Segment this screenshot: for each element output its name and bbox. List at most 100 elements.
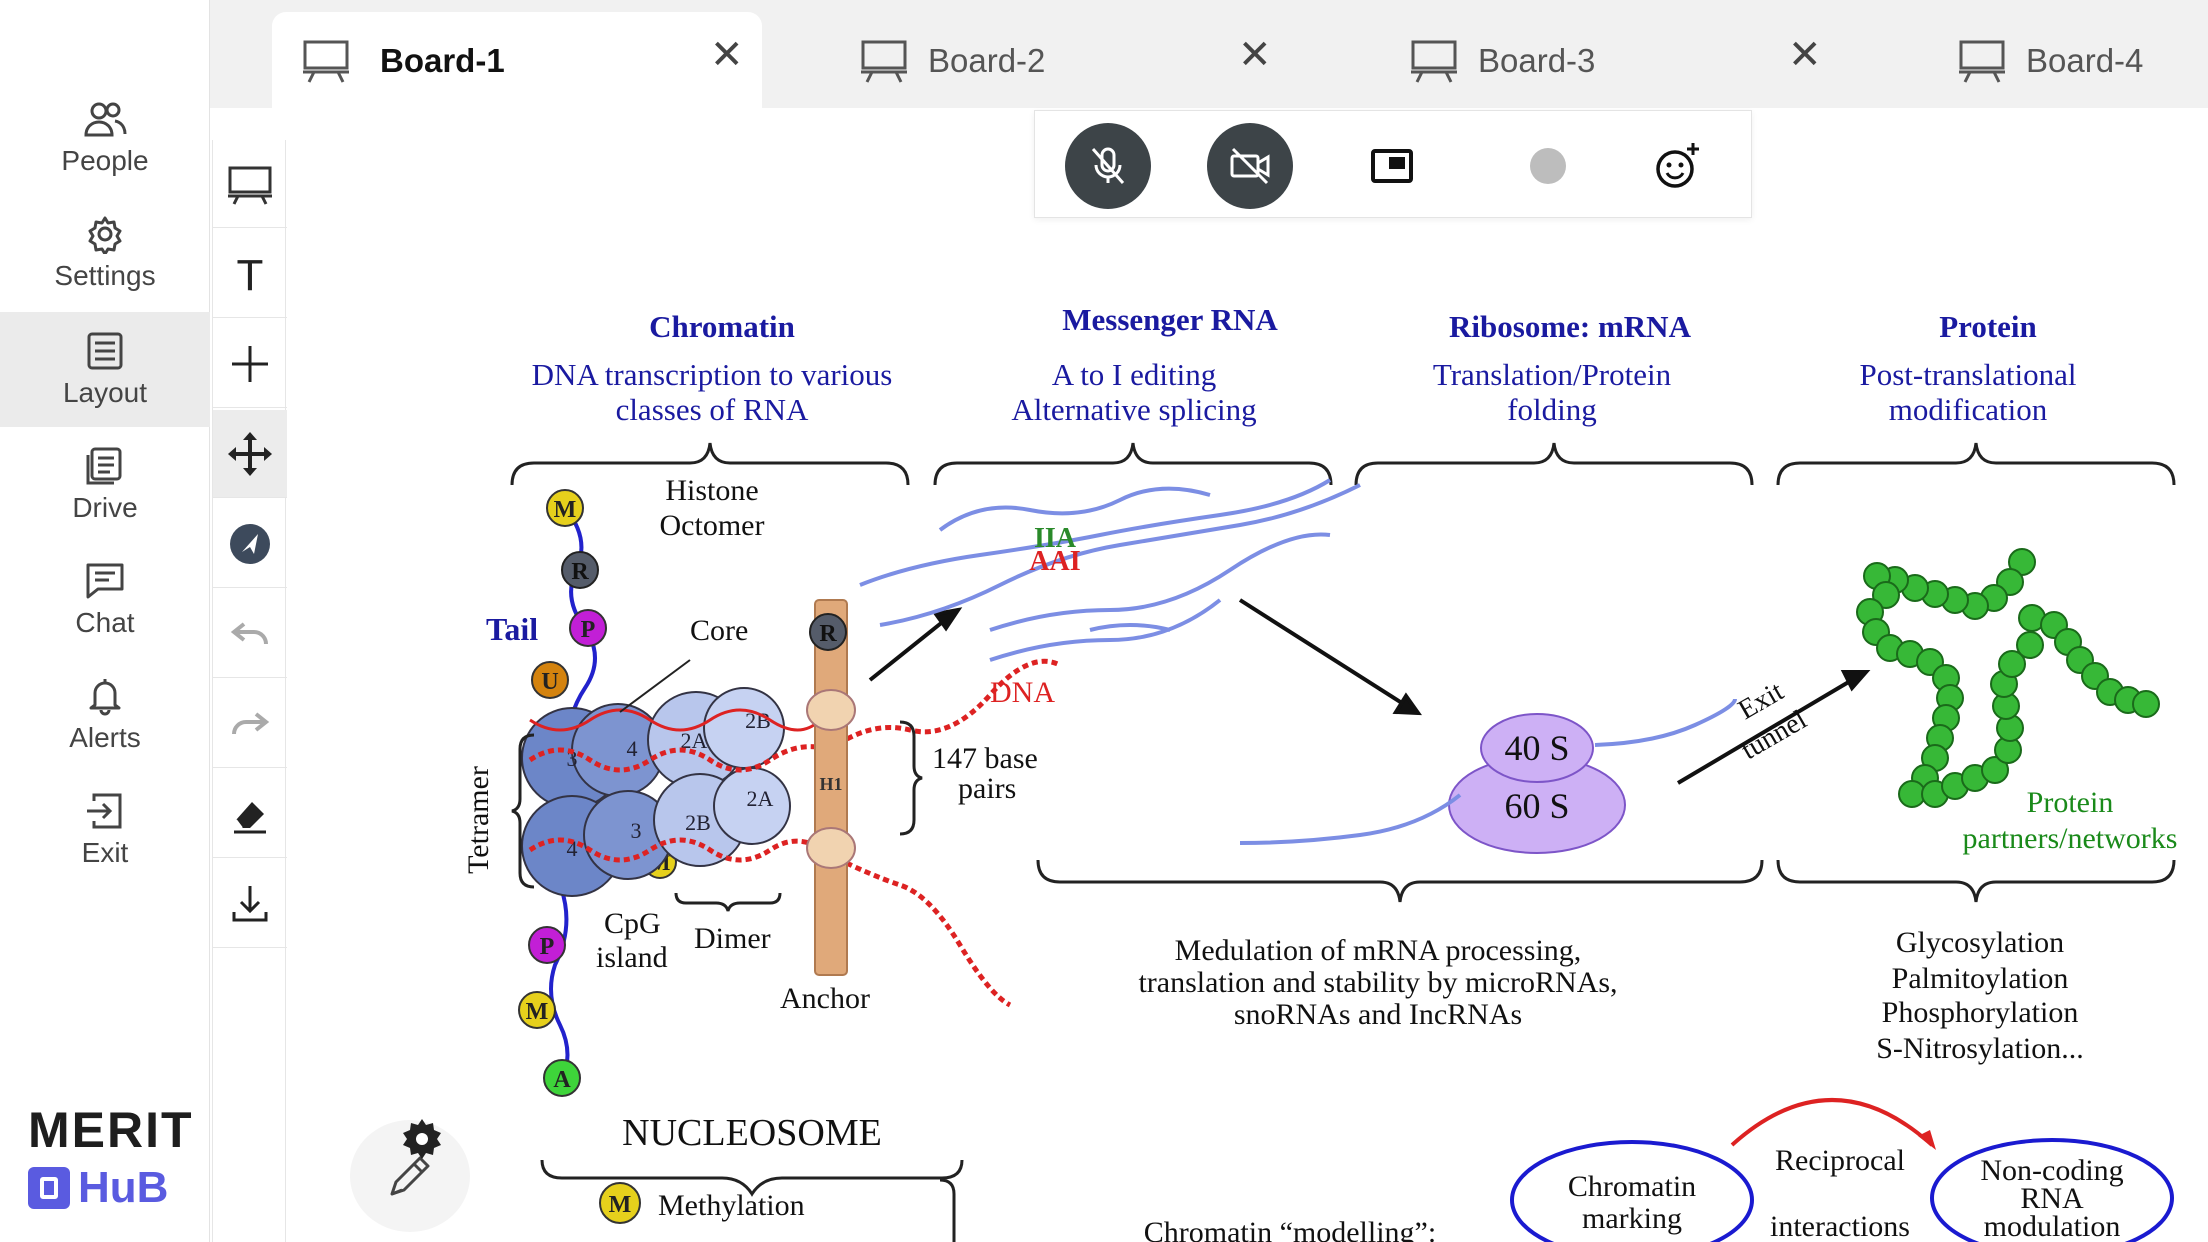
svg-text:modulation: modulation [1984,1210,2121,1242]
svg-text:3: 3 [631,818,642,843]
download-icon [232,885,268,921]
pencil-icon [390,1156,430,1196]
sidebar-item-label: Settings [54,259,156,291]
pointer-tool[interactable] [213,500,287,588]
sidebar-item-layout[interactable]: Layout [0,312,210,427]
tab-board-4[interactable]: Board-4 [1908,12,2208,108]
svg-text:Medulation of mRNA processing,: Medulation of mRNA processing, [1175,934,1582,967]
svg-text:NUCLEOSOME: NUCLEOSOME [622,1112,882,1154]
protein-chain [1856,548,2160,808]
svg-text:marking: marking [1582,1202,1682,1235]
drive-icon [86,447,122,484]
sidebar-item-exit[interactable]: Exit [0,772,210,887]
svg-text:R: R [819,621,837,647]
svg-text:M: M [526,999,549,1025]
top-braces [510,442,2176,486]
svg-text:Chromatin “modelling”:: Chromatin “modelling”: [1144,1216,1436,1242]
whiteboard-canvas[interactable]: Chromatin DNA transcription to various c… [290,118,2208,1242]
column-subtitle: folding [1507,392,1597,427]
drawing-tool-rail: T [212,140,287,1242]
svg-text:Octomer: Octomer [660,509,765,542]
svg-text:RNA: RNA [2020,1182,2084,1215]
svg-text:translation and stability by m: translation and stability by microRNAs, [1138,966,1617,999]
pen-settings-gear-icon[interactable] [400,1117,444,1161]
column-title: Ribosome: mRNA [1449,309,1692,344]
sidebar-item-alerts[interactable]: Alerts [0,657,210,772]
column-subtitle: Alternative splicing [1011,392,1256,427]
close-tab-icon[interactable]: ✕ [710,33,744,77]
tab-board-1[interactable]: Board-1 ✕ [272,12,762,108]
svg-text:40 S: 40 S [1504,728,1569,768]
column-subtitle: modification [1889,392,2048,427]
sidebar-item-drive[interactable]: Drive [0,427,210,542]
svg-text:4: 4 [567,836,578,861]
svg-text:2B: 2B [685,810,711,835]
sidebar-item-people[interactable]: People [0,80,210,195]
sidebar-item-settings[interactable]: Settings [0,195,210,310]
mute-mic-button[interactable] [1065,123,1151,209]
svg-text:3: 3 [567,746,578,771]
text-tool[interactable]: T [213,230,287,318]
redo-icon [232,711,270,734]
close-tab-icon[interactable]: ✕ [1238,33,1272,77]
screen-share-button[interactable] [1349,123,1435,209]
column-title: Chromatin [649,309,795,344]
svg-text:Core: Core [690,614,748,647]
column-subtitle: Post-translational [1860,357,2077,392]
presentation-board-icon [1411,40,1457,83]
layout-icon [87,332,123,369]
methylation-mark [546,489,584,527]
svg-text:Histone: Histone [665,474,758,507]
meeting-controls-bar [1034,110,1752,218]
mark-p [528,926,566,964]
svg-text:P: P [540,934,555,960]
redo-tool[interactable] [213,680,287,768]
presentation-board-icon [861,40,907,83]
svg-text:147 base: 147 base [932,742,1038,775]
svg-text:Tetramer: Tetramer [462,766,495,874]
svg-text:A: A [553,1067,571,1093]
camera-off-button[interactable] [1207,123,1293,209]
eraser-tool[interactable] [213,770,287,858]
column-subtitle: Translation/Protein [1433,357,1672,392]
move-tool[interactable] [213,410,287,498]
tab-board-3[interactable]: Board-3 ✕ [1360,12,1822,108]
record-button[interactable] [1505,123,1591,209]
screen-share-icon [1371,149,1413,183]
board-tab-bar: Board-1 ✕ Board-2 ✕ Board-3 ✕ Board-4 [210,0,2208,108]
brand-logo: MERIT HuB [28,1105,194,1213]
pointer-icon [230,523,270,564]
svg-text:Reciprocal: Reciprocal [1775,1144,1905,1177]
camera-off-icon [1230,147,1270,185]
svg-text:2A: 2A [747,786,774,811]
people-icon [84,102,127,136]
svg-text:snoRNAs and IncRNAs: snoRNAs and IncRNAs [1234,998,1522,1031]
tab-label: Board-4 [2026,42,2144,79]
present-board-tool[interactable] [213,140,287,228]
svg-text:pairs: pairs [958,772,1016,805]
svg-text:T: T [237,251,264,298]
svg-text:M: M [609,1192,632,1218]
hub-logo-icon [28,1167,70,1209]
tab-label: Board-1 [380,42,505,79]
sidebar-item-chat[interactable]: Chat [0,542,210,657]
close-tab-icon[interactable]: ✕ [1788,33,1822,77]
tab-board-2[interactable]: Board-2 ✕ [810,12,1272,108]
svg-text:4: 4 [627,736,638,761]
svg-text:S-Nitrosylation...: S-Nitrosylation... [1876,1032,2084,1065]
methylation-mark [518,991,556,1029]
svg-text:Chromatin: Chromatin [1568,1170,1696,1203]
svg-text:Tail: Tail [486,611,538,647]
ribosome-40s [1480,713,1594,783]
undo-tool[interactable] [213,590,287,678]
eraser-icon [234,801,266,833]
mic-off-icon [1091,147,1125,184]
chat-icon [86,563,124,598]
download-tool[interactable] [213,860,287,948]
reactions-button[interactable] [1635,123,1721,209]
add-tool[interactable] [213,320,287,408]
svg-text:Glycosylation: Glycosylation [1896,926,2064,959]
svg-text:P: P [581,617,596,643]
text-tool-icon: T [237,251,264,298]
record-dot-icon [1530,148,1566,184]
